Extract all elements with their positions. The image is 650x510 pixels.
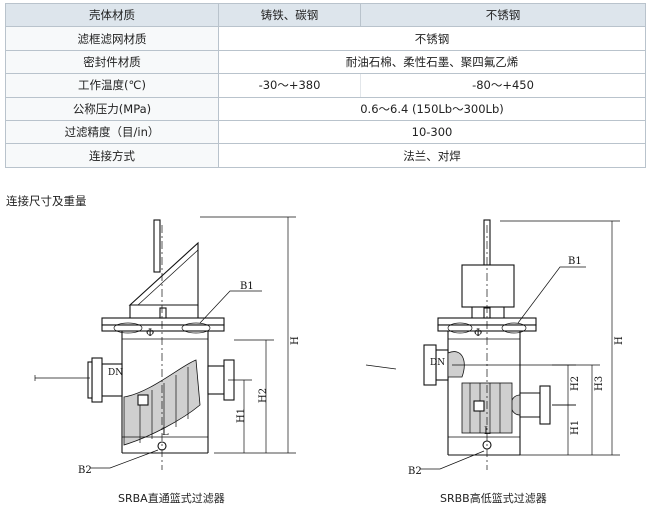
table-row: 工作温度(℃) -30～+380 -80～+450	[5, 73, 646, 98]
right-label-h3: H3	[594, 376, 605, 391]
row-label: 滤框滤网材质	[5, 26, 219, 51]
right-label-b1: B1	[568, 256, 582, 267]
table-row: 密封件材质 耐油石棉、柔性石墨、聚四氟乙烯	[5, 49, 646, 75]
technical-drawing: Φ DN B1 B2 L H H2 H1	[34, 216, 625, 477]
row-value: 法兰、对焊	[218, 143, 646, 168]
right-label-dn: DN	[430, 358, 445, 368]
row-label: 过滤精度（目/in）	[5, 119, 219, 145]
section-title: 连接尺寸及重量	[6, 194, 87, 208]
right-strainer-drawing: Φ DN B1 B2 L H H3 H2 H1	[365, 219, 625, 477]
row-label: 密封件材质	[5, 49, 219, 75]
row-value: 0.6～6.4 (150Lb～300Lb)	[218, 96, 646, 121]
table-row: 公称压力(MPa) 0.6～6.4 (150Lb～300Lb)	[5, 96, 646, 121]
left-label-h: H	[290, 336, 301, 345]
left-caption: SRBA直通篮式过滤器	[118, 492, 225, 505]
row-value: 耐油石棉、柔性石墨、聚四氟乙烯	[218, 49, 646, 75]
left-label-h2: H2	[258, 388, 269, 403]
table-row: 连接方式 法兰、对焊	[5, 143, 646, 168]
right-label-h: H	[614, 336, 625, 345]
right-label-b2: B2	[408, 466, 422, 477]
left-label-phi: Φ	[146, 328, 154, 339]
header-col1: 铸铁、碳钢	[218, 2, 361, 28]
left-label-l: L	[162, 427, 169, 438]
left-label-b1: B1	[240, 281, 254, 292]
left-strainer-drawing: Φ DN B1 B2 L H H2 H1	[34, 216, 301, 476]
row-value: 10-300	[218, 119, 646, 145]
right-caption: SRBB高低篮式过滤器	[440, 492, 547, 505]
row-label: 工作温度(℃)	[5, 73, 219, 98]
right-label-h1: H1	[570, 420, 581, 435]
row-value: 不锈钢	[218, 26, 646, 51]
right-label-l: L	[484, 426, 491, 437]
right-label-h2: H2	[570, 376, 581, 391]
row-label: 公称压力(MPa)	[5, 96, 219, 121]
table-row: 滤框滤网材质 不锈钢	[5, 26, 646, 51]
row-value-col1: -30～+380	[218, 73, 361, 98]
right-label-phi: Φ	[474, 328, 482, 339]
row-value-col2: -80～+450	[360, 73, 646, 98]
table-header-row: 壳体材质 铸铁、碳钢 不锈钢	[5, 2, 646, 28]
header-label: 壳体材质	[5, 2, 219, 28]
table-row: 过滤精度（目/in） 10-300	[5, 119, 646, 145]
spec-table: 壳体材质 铸铁、碳钢 不锈钢 滤框滤网材质 不锈钢 密封件材质 耐油石棉、柔性石…	[5, 2, 646, 168]
row-label: 连接方式	[5, 143, 219, 168]
left-label-b2: B2	[78, 465, 92, 476]
left-label-dn: DN	[108, 368, 123, 378]
header-col2: 不锈钢	[360, 2, 646, 28]
left-label-h1: H1	[236, 408, 247, 423]
